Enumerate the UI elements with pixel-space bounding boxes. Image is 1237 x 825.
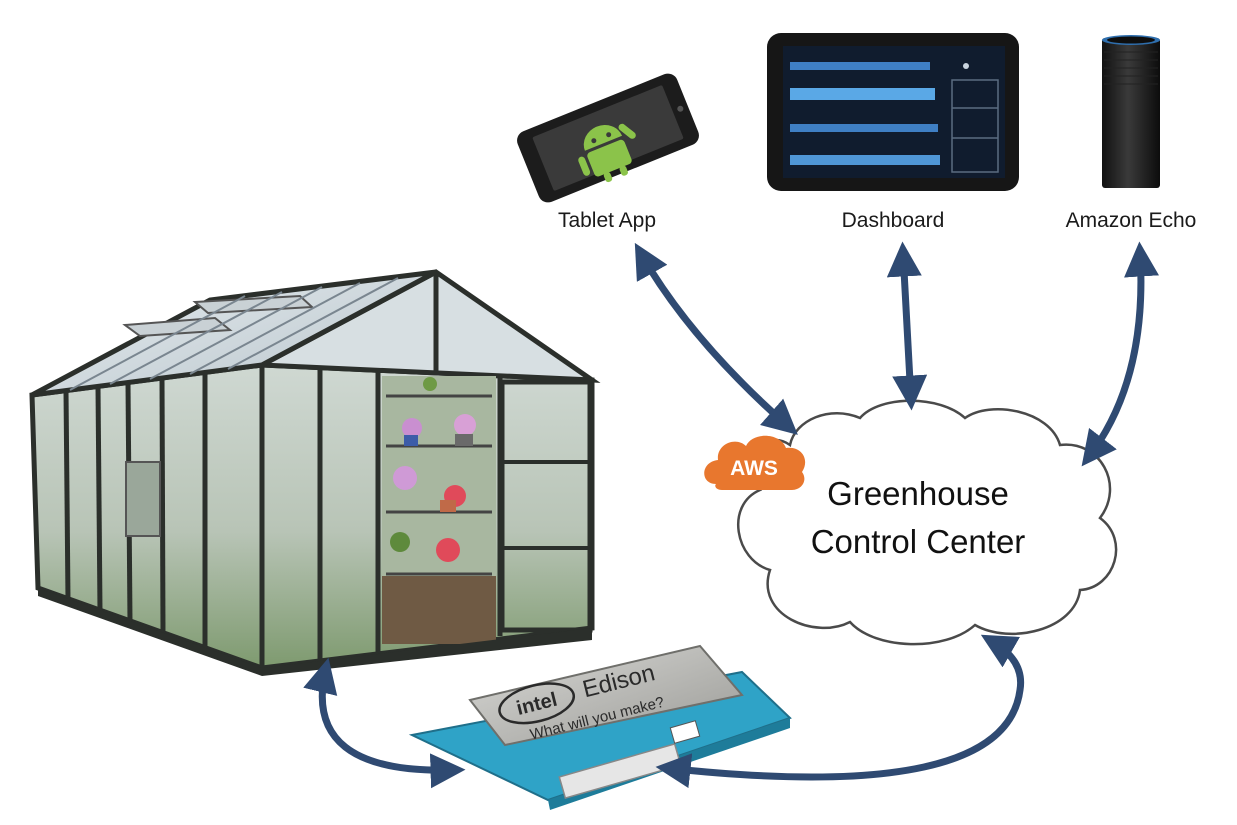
amazon-echo-device bbox=[1102, 35, 1160, 188]
amazon-echo-label: Amazon Echo bbox=[1066, 209, 1197, 232]
control-center-cloud bbox=[736, 399, 1118, 646]
control-center-title-line1: Greenhouse bbox=[827, 475, 1009, 512]
arrow-greenhouse-to-edison bbox=[303, 657, 466, 789]
android-icon bbox=[578, 123, 636, 183]
aws-badge-text: AWS bbox=[730, 457, 778, 480]
intel-edison-board: intel Edison What will you make? bbox=[408, 644, 792, 810]
tablet-app-label: Tablet App bbox=[558, 209, 656, 232]
flower-pots bbox=[390, 377, 476, 562]
connection-arrows bbox=[303, 241, 1159, 789]
tablet-device bbox=[517, 73, 699, 203]
control-center-title-line2: Control Center bbox=[811, 523, 1026, 560]
dashboard-screen-bars bbox=[790, 62, 999, 173]
greenhouse-image bbox=[29, 269, 601, 676]
dashboard-device bbox=[767, 33, 1019, 191]
dashboard-label: Dashboard bbox=[842, 209, 945, 232]
arrow-echo-to-cloud bbox=[1081, 241, 1159, 467]
aws-icon: AWS bbox=[704, 435, 806, 490]
arrow-dashboard-to-cloud bbox=[886, 241, 928, 411]
arrow-edison-to-cloud bbox=[655, 634, 1025, 789]
arrow-tablet-to-cloud bbox=[634, 242, 798, 435]
